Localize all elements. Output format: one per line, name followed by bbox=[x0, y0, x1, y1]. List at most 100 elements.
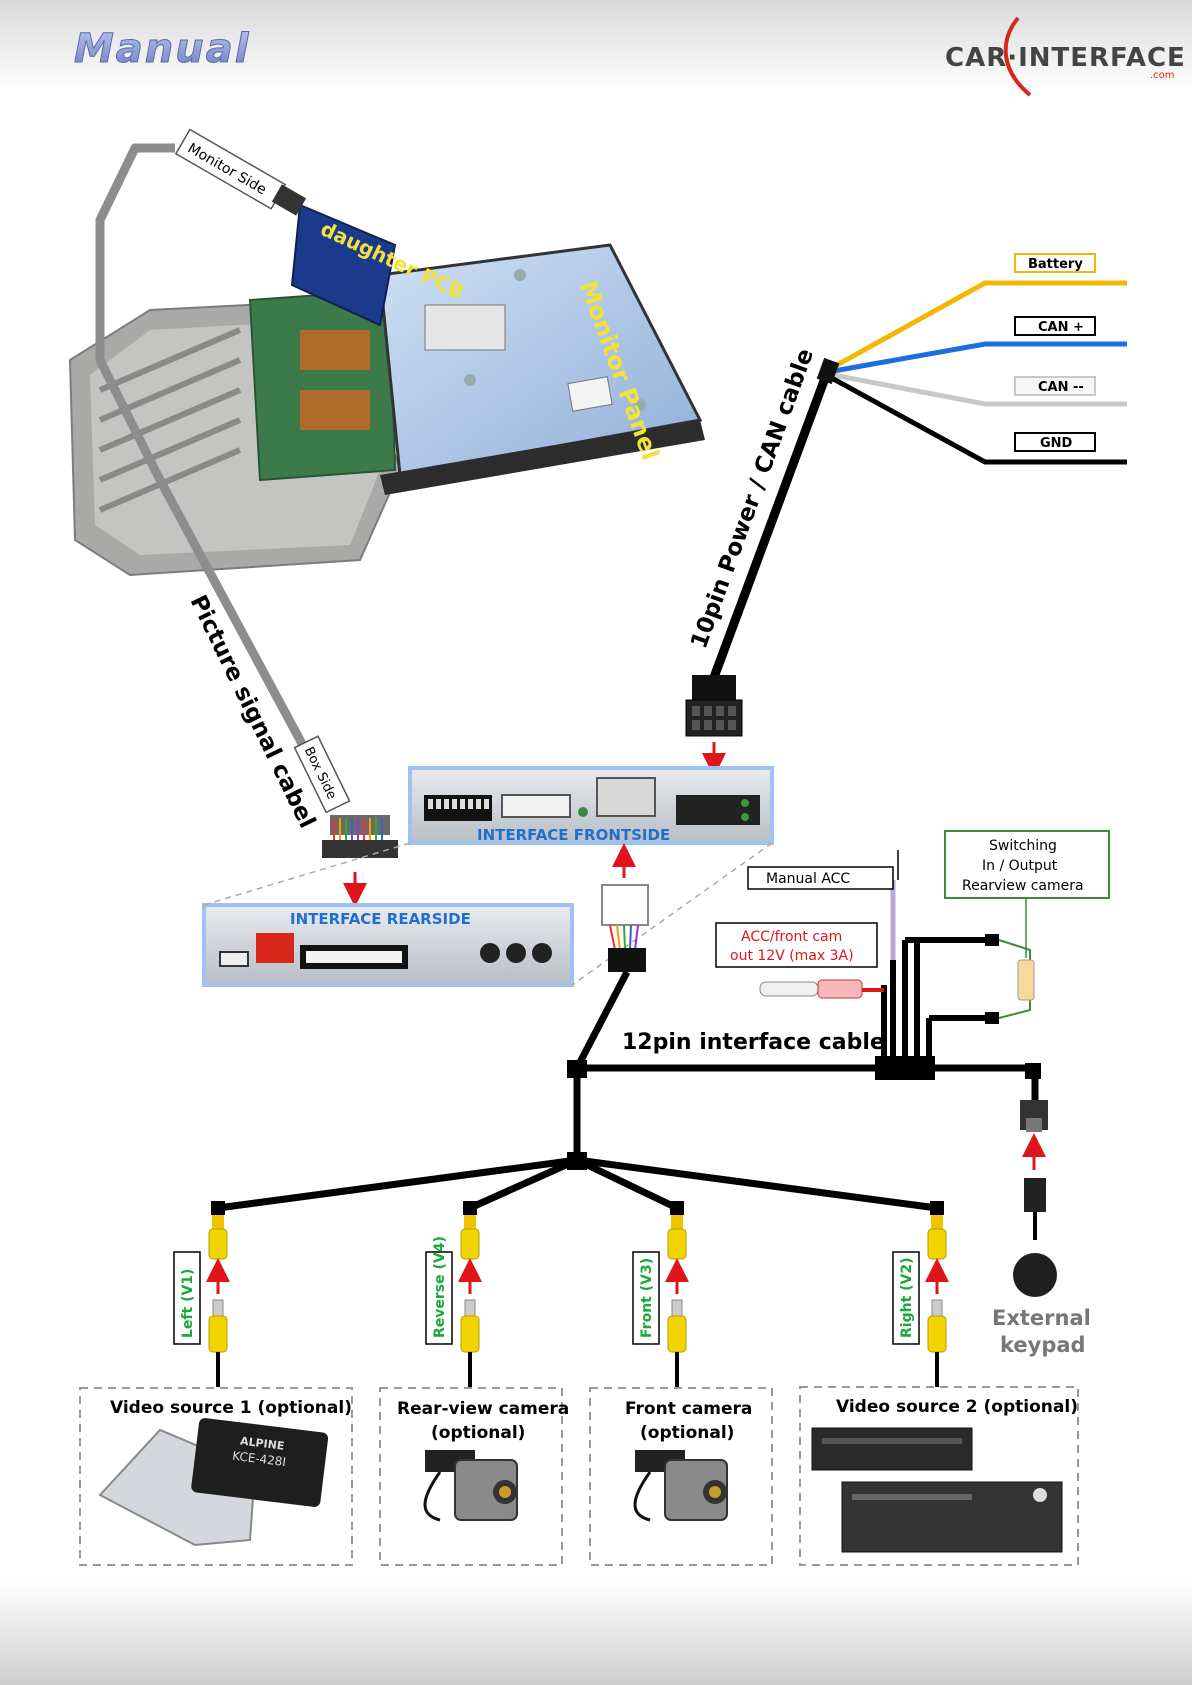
power-can-cable bbox=[708, 368, 833, 682]
rca-plug-tip bbox=[931, 1299, 943, 1317]
alpine-brand: ALPINE bbox=[239, 1434, 285, 1452]
source-box-1: Video source 1 (optional) ALPINE KCE-428… bbox=[79, 1387, 353, 1566]
rca-connector-top bbox=[930, 1201, 944, 1215]
rca-label: Front (V3) bbox=[639, 1258, 655, 1338]
rca-connector-top bbox=[670, 1201, 684, 1215]
interface-rearside: INTERFACE REARSIDE bbox=[202, 903, 574, 987]
rca-label: Reverse (V4) bbox=[432, 1236, 448, 1338]
rca-connector-top bbox=[463, 1201, 477, 1215]
external-keypad: External keypad bbox=[992, 1100, 1091, 1357]
source-1-line1: Video source 1 (optional) bbox=[110, 1398, 352, 1418]
wire-label-can-minus: CAN -- bbox=[1014, 376, 1096, 396]
rca-label-tag: Right (V2) bbox=[892, 1251, 920, 1345]
switching-tag: Switching In / Output Rearview camera bbox=[944, 830, 1110, 899]
wire-label-can-plus: CAN + bbox=[1014, 316, 1096, 336]
wire-label-battery: Battery bbox=[1014, 253, 1096, 273]
keypad-label-2: keypad bbox=[1000, 1333, 1086, 1357]
port-front-small bbox=[501, 794, 571, 818]
brand-domain: .com bbox=[1150, 70, 1175, 81]
picture-signal-label: Picture signal cabel bbox=[185, 591, 320, 832]
power-can-label: 10pin Power / CAN cable bbox=[686, 345, 819, 652]
can-minus-label: CAN -- bbox=[1038, 380, 1084, 395]
power-connector bbox=[685, 675, 743, 737]
rear-camera-icon bbox=[423, 1450, 518, 1522]
switching-line2: In / Output bbox=[982, 858, 1058, 874]
usb-port bbox=[219, 951, 249, 967]
rca-plug-socket bbox=[671, 1215, 683, 1229]
source-box-3: Front camera (optional) bbox=[589, 1387, 773, 1566]
interface-frontside-label: INTERFACE FRONTSIDE bbox=[477, 826, 670, 844]
interface-rearside-label: INTERFACE REARSIDE bbox=[290, 910, 471, 928]
monitor-side-tag: Monitor Side bbox=[174, 128, 287, 210]
rca-label-tag: Left (V1) bbox=[173, 1251, 201, 1345]
rca-label: Left (V1) bbox=[180, 1269, 196, 1338]
keypad-label-1: External bbox=[992, 1306, 1091, 1330]
acc-out-line1: ACC/front cam bbox=[741, 929, 842, 945]
alpine-model: KCE-428I bbox=[231, 1449, 286, 1469]
manual-acc-label: Manual ACC bbox=[766, 871, 850, 887]
brand-logo: CAR·INTERFACE .com bbox=[945, 16, 1186, 97]
page-title: Manual bbox=[74, 26, 250, 72]
interface-harness bbox=[217, 970, 1039, 1212]
acc-out-line2: out 12V (max 3A) bbox=[730, 948, 854, 964]
rca-socket-body bbox=[208, 1228, 228, 1260]
rca-plug-body bbox=[927, 1315, 947, 1353]
manual-acc-tag: Manual ACC bbox=[747, 866, 894, 890]
front-camera-icon bbox=[633, 1450, 728, 1522]
gnd-label: GND bbox=[1040, 436, 1073, 451]
daughter-pcb bbox=[290, 203, 397, 327]
rca-label: Right (V2) bbox=[899, 1257, 915, 1338]
brand-name: CAR·INTERFACE bbox=[945, 43, 1186, 73]
rca-connector-top bbox=[211, 1201, 225, 1215]
rca-plug-body bbox=[667, 1315, 687, 1353]
rca-socket-body bbox=[460, 1228, 480, 1260]
can-plus-label: CAN + bbox=[1038, 320, 1084, 335]
dip-switch-front bbox=[424, 795, 492, 821]
rca-plug-tip bbox=[671, 1299, 683, 1317]
port-rear-3 bbox=[532, 943, 552, 963]
rca-branch: Left (V1) bbox=[173, 1201, 230, 1387]
acc-out-tag: ACC/front cam out 12V (max 3A) bbox=[715, 922, 878, 968]
keypad-icon bbox=[1013, 1253, 1057, 1297]
rca-label-tag: Front (V3) bbox=[632, 1251, 660, 1345]
interface-frontside: INTERFACE FRONTSIDE bbox=[408, 766, 774, 845]
rca-plug-socket bbox=[212, 1215, 224, 1229]
ribbon-connector bbox=[322, 815, 398, 858]
port-front-power bbox=[676, 795, 760, 825]
port-rear-2 bbox=[506, 943, 526, 963]
rca-branch: Reverse (V4) bbox=[425, 1201, 482, 1387]
footer-band bbox=[0, 1580, 1192, 1685]
monitor-unit: Monitor Panel daughter PCB Monitor Side bbox=[68, 128, 705, 577]
source-box-4: Video source 2 (optional) bbox=[799, 1386, 1079, 1566]
battery-label: Battery bbox=[1028, 257, 1083, 272]
rca-branch: Front (V3) bbox=[632, 1201, 689, 1387]
port-rear-1 bbox=[480, 943, 500, 963]
source-3-line2: (optional) bbox=[640, 1423, 734, 1443]
switching-line3: Rearview camera bbox=[962, 878, 1084, 894]
rca-plug-socket bbox=[931, 1215, 943, 1229]
source-box-2: Rear-view camera (optional) bbox=[379, 1387, 569, 1566]
rca-plug-socket bbox=[464, 1215, 476, 1229]
dvd-player-icon bbox=[811, 1427, 1063, 1553]
rca-plug-body bbox=[460, 1315, 480, 1353]
source-2-line1: Rear-view camera bbox=[397, 1399, 569, 1419]
dip-switch-rear bbox=[256, 933, 294, 963]
source-2-line2: (optional) bbox=[431, 1423, 525, 1443]
perspective-lines bbox=[203, 842, 773, 986]
rca-socket-body bbox=[927, 1228, 947, 1260]
interface-cable-label: 12pin interface cable bbox=[622, 1030, 885, 1055]
rca-plug-tip bbox=[212, 1299, 224, 1317]
status-led bbox=[578, 807, 588, 817]
source-4-line1: Video source 2 (optional) bbox=[836, 1397, 1078, 1417]
wire-breakout bbox=[816, 280, 1127, 465]
source-3-line1: Front camera bbox=[625, 1399, 752, 1419]
wire-label-gnd: GND bbox=[1014, 432, 1096, 452]
rca-branch: Right (V2) bbox=[892, 1201, 949, 1387]
picture-signal-cable bbox=[95, 143, 335, 803]
port-front-12pin bbox=[596, 777, 656, 817]
rca-plug-body bbox=[208, 1315, 228, 1353]
switching-line1: Switching bbox=[989, 838, 1057, 854]
alpine-module bbox=[191, 1418, 329, 1507]
acc-wiring bbox=[759, 850, 1035, 1060]
rca-plug-tip bbox=[464, 1299, 476, 1317]
